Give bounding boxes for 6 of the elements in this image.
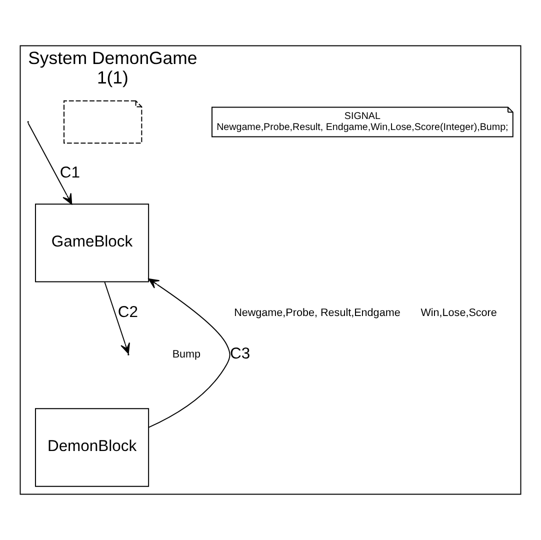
label: Bump [172, 348, 201, 360]
edge-label: C3 [230, 345, 250, 362]
label: Win,Lose,Score [420, 307, 497, 320]
label: Newgame,Probe, Result,Endgame [234, 307, 400, 320]
edge-label: C2 [118, 304, 138, 322]
edge-label: C1 [60, 164, 80, 182]
